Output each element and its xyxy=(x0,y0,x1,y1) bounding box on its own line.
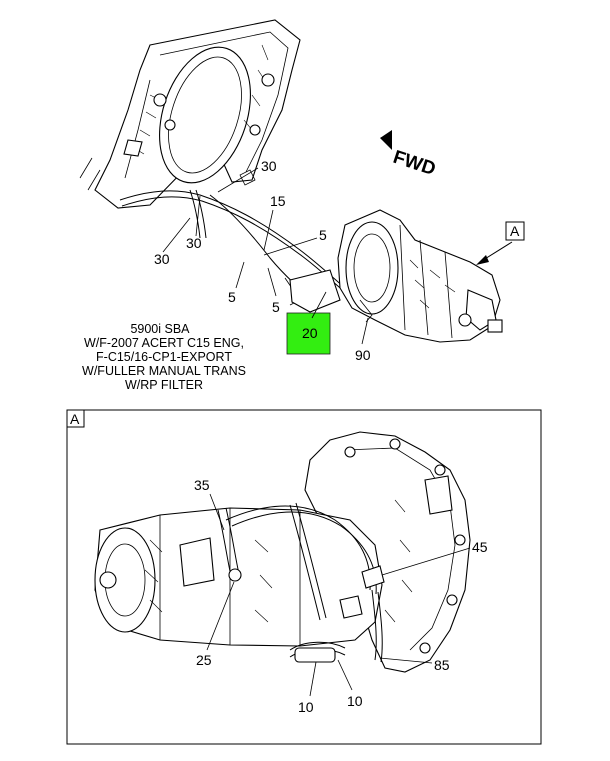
callout-5-b: 5 xyxy=(228,289,236,305)
detail-view-a: A xyxy=(66,409,542,745)
hose-routing xyxy=(217,502,385,663)
callout-25: 25 xyxy=(196,652,212,668)
callout-20: 20 xyxy=(302,325,318,341)
detail-frame xyxy=(66,409,542,745)
view-a-reference: A xyxy=(476,221,525,265)
callout-85: 85 xyxy=(434,657,450,673)
highlighted-part-box[interactable] xyxy=(286,312,331,355)
callout-35: 35 xyxy=(194,477,210,493)
top-callouts: 30 30 30 15 5 5 5 20 90 xyxy=(154,158,371,363)
note-line-4: W/FULLER MANUAL TRANS xyxy=(82,364,246,378)
config-note: 5900i SBA W/F-2007 ACERT C15 ENG, F-C15/… xyxy=(82,322,246,392)
top-view: FWD A 30 30 30 15 5 5 5 xyxy=(79,19,525,392)
note-line-5: W/RP FILTER xyxy=(125,378,203,392)
view-a-ref-label: A xyxy=(510,223,520,239)
callout-15: 15 xyxy=(270,193,286,209)
callout-30-a: 30 xyxy=(261,158,277,174)
bell-housing xyxy=(304,431,471,673)
callout-10-b: 10 xyxy=(347,693,363,709)
note-line-1: 5900i SBA xyxy=(130,322,190,336)
fwd-indicator: FWD xyxy=(380,130,438,180)
callout-5-c: 5 xyxy=(272,299,280,315)
fwd-label: FWD xyxy=(390,147,438,180)
note-line-2: W/F-2007 ACERT C15 ENG, xyxy=(84,336,244,350)
note-line-3: F-C15/16-CP1-EXPORT xyxy=(96,350,232,364)
radiator-assembly xyxy=(79,19,301,209)
detail-view-label: A xyxy=(70,411,80,427)
transmission-assembly xyxy=(289,209,503,343)
callout-5-a: 5 xyxy=(319,227,327,243)
callout-30-c: 30 xyxy=(154,251,170,267)
detail-callouts: 35 45 25 85 10 10 xyxy=(194,477,488,715)
callout-45: 45 xyxy=(472,539,488,555)
callout-90: 90 xyxy=(355,347,371,363)
callout-10-a: 10 xyxy=(298,699,314,715)
callout-30-b: 30 xyxy=(186,235,202,251)
